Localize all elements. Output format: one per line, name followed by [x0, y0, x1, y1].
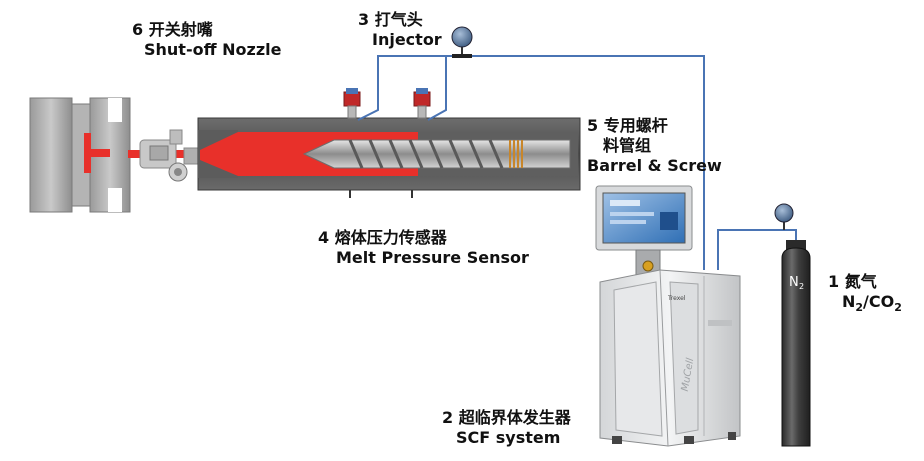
machine-brand: Trexel [667, 295, 686, 302]
barrel [197, 117, 581, 198]
label-number: 1 [828, 272, 840, 291]
label-cn-line1: 专用螺杆 [603, 116, 668, 135]
label-cn: 超临界体发生器 [458, 408, 571, 427]
label-number: 6 [132, 20, 144, 39]
label-number: 4 [318, 228, 330, 247]
cylinder-mark-sub: 2 [799, 282, 804, 291]
injector-gauge-icon [451, 26, 473, 58]
label-en-sub1: 2 [855, 301, 864, 315]
label-en-mid: /CO [863, 292, 895, 311]
nitrogen-cylinder: N 2 [781, 240, 811, 447]
label-cn-line2: 料管组 [603, 136, 652, 155]
label-number: 5 [587, 116, 599, 135]
label-number: 3 [358, 10, 370, 29]
injector-valve-1 [343, 88, 361, 119]
label-injector: 3 打气头 Injector [358, 10, 442, 50]
mold [29, 97, 131, 213]
label-scf-system: 2 超临界体发生器 SCF system [442, 408, 571, 448]
label-en-prefix: N [842, 292, 856, 311]
label-shut-off-nozzle: 6 开关射嘴 Shut-off Nozzle [132, 20, 281, 60]
emergency-stop-icon [642, 260, 654, 272]
label-melt-pressure-sensor: 4 熔体压力传感器 Melt Pressure Sensor [318, 228, 529, 268]
label-en: Barrel & Screw [587, 156, 722, 175]
label-number: 2 [442, 408, 454, 427]
cylinder-gauge-icon [774, 203, 794, 230]
label-en: Injector [372, 30, 442, 49]
label-en: Melt Pressure Sensor [336, 248, 529, 267]
label-nitrogen: 1 氮气 N2/CO2 [828, 272, 902, 318]
label-en: SCF system [456, 428, 561, 447]
injector-valve-2 [413, 88, 431, 119]
gas-pipes [357, 55, 797, 270]
label-cn: 打气头 [374, 10, 423, 29]
label-cn: 熔体压力传感器 [334, 228, 447, 247]
melt-flow [200, 132, 318, 176]
scf-generator: Trexel MuCell [595, 185, 741, 447]
label-barrel-screw: 5 专用螺杆 料管组 Barrel & Screw [587, 116, 722, 176]
label-en-sub2: 2 [894, 301, 902, 315]
screw [302, 139, 571, 169]
label-cn: 开关射嘴 [148, 20, 213, 39]
shut-off-nozzle [128, 129, 199, 182]
mold-cavity [84, 133, 110, 173]
cylinder-mark: N [789, 275, 799, 290]
label-en: Shut-off Nozzle [144, 40, 282, 59]
label-cn: 氮气 [844, 272, 877, 291]
